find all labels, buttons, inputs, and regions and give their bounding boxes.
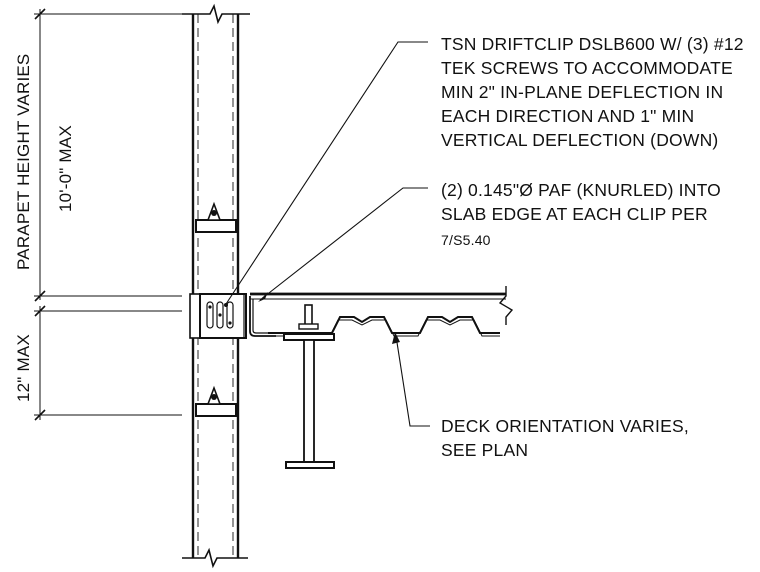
bottom-break-line bbox=[182, 547, 248, 569]
paf-note-line-2: SLAB EDGE AT EACH CLIP PER bbox=[441, 204, 708, 224]
clip-slots bbox=[206, 301, 234, 329]
tek-screw-icons bbox=[208, 305, 232, 325]
leader-paf bbox=[258, 187, 428, 302]
metal-deck bbox=[268, 316, 500, 337]
clip-max-dimension bbox=[34, 305, 182, 421]
deck-note: DECK ORIENTATION VARIES, SEE PLAN bbox=[441, 416, 689, 460]
driftclip-note: TSN DRIFTCLIP DSLB600 W/ (3) #12 TEK SCR… bbox=[441, 34, 744, 150]
steel-beam bbox=[283, 333, 335, 469]
lower-bridging-clip bbox=[195, 385, 237, 417]
slab-break-line bbox=[498, 286, 514, 325]
driftclip-note-line-5: VERTICAL DEFLECTION (DOWN) bbox=[441, 130, 718, 150]
parapet-height-dimension bbox=[34, 8, 182, 302]
top-break-line bbox=[182, 3, 250, 25]
driftclip-note-line-1: TSN DRIFTCLIP DSLB600 W/ (3) #12 bbox=[441, 34, 744, 54]
drift-clip bbox=[189, 293, 247, 339]
driftclip-note-line-3: MIN 2" IN-PLANE DEFLECTION IN bbox=[441, 82, 723, 102]
deck-note-line-1: DECK ORIENTATION VARIES, bbox=[441, 416, 689, 436]
clip-max-label: 12" MAX bbox=[14, 334, 33, 402]
parapet-max-label: 10'-0" MAX bbox=[56, 125, 75, 212]
slab-top bbox=[250, 286, 514, 325]
pour-stop-edge bbox=[249, 296, 276, 337]
paf-note-line-1: (2) 0.145"Ø PAF (KNURLED) INTO bbox=[441, 180, 721, 200]
shear-stud bbox=[298, 304, 319, 330]
leader-driftclip bbox=[224, 41, 428, 307]
driftclip-note-line-2: TEK SCREWS TO ACCOMMODATE bbox=[441, 58, 733, 78]
parapet-height-label: PARAPET HEIGHT VARIES bbox=[14, 54, 33, 270]
driftclip-note-line-4: EACH DIRECTION AND 1" MIN bbox=[441, 106, 694, 126]
upper-bridging-clip bbox=[195, 201, 237, 233]
leader-deck bbox=[392, 332, 430, 427]
paf-note: (2) 0.145"Ø PAF (KNURLED) INTO SLAB EDGE… bbox=[441, 180, 721, 248]
deck-note-line-2: SEE PLAN bbox=[441, 440, 528, 460]
paf-reference: 7/S5.40 bbox=[441, 232, 491, 248]
wall-stud bbox=[182, 3, 250, 569]
